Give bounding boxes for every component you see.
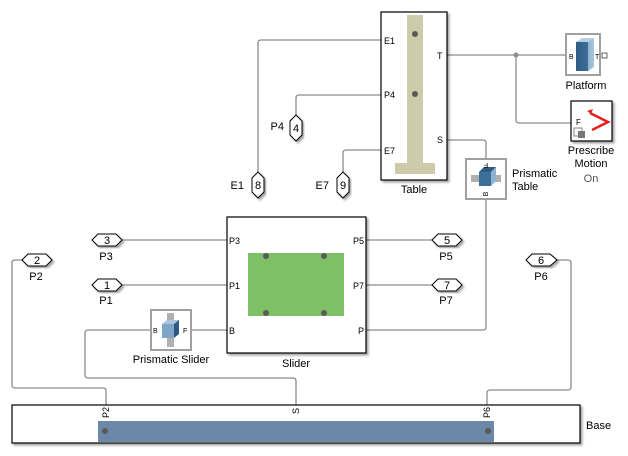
base-block[interactable]: P2 S P6 Base — [11, 404, 611, 444]
port-p1: P1 — [229, 281, 240, 291]
port-label: E7 — [316, 180, 329, 192]
base-label: Base — [586, 420, 611, 432]
motion-arrow-icon — [589, 111, 611, 132]
port-b: B — [153, 328, 158, 335]
branch-point — [513, 52, 519, 58]
prescribe-motion-label: Prescribe — [568, 145, 614, 157]
wire-prismatic-b-base-s[interactable] — [84, 329, 297, 405]
port-e7: E7 — [384, 146, 395, 156]
wire-e7[interactable] — [342, 149, 383, 172]
table-block[interactable]: E1 P4 E7 T S Table — [380, 11, 448, 196]
wire-p2[interactable] — [11, 259, 107, 405]
port-number: 2 — [34, 255, 40, 267]
connection-port-7[interactable]: 7 P7 — [431, 278, 463, 307]
prismatic-joint-icon — [162, 313, 179, 347]
connection-port-1[interactable]: 1 P1 — [91, 278, 123, 307]
connection-port-5[interactable]: 5 P5 — [431, 233, 463, 263]
port-f: F — [183, 328, 187, 335]
slider-plate-graphic — [248, 253, 344, 316]
port-t: T — [437, 51, 443, 61]
base-plate-graphic — [98, 421, 494, 442]
port-label: P6 — [534, 271, 547, 283]
port-p2: P2 — [101, 407, 111, 418]
port-number: 7 — [444, 280, 450, 292]
port-s: S — [291, 408, 301, 414]
port-t: T — [595, 54, 600, 61]
port-number: 4 — [293, 123, 299, 135]
sensor-square-icon — [578, 131, 585, 138]
prismatic-slider-label: Prismatic Slider — [133, 354, 210, 366]
connection-port-4[interactable]: 4 P4 — [271, 114, 303, 142]
port-label: P3 — [99, 251, 112, 263]
prismatic-table-label: Prismatic — [512, 168, 558, 180]
prismatic-table-block[interactable]: F B Prismatic Table — [465, 158, 558, 200]
connection-lines — [11, 39, 573, 405]
port-number: 8 — [255, 180, 261, 192]
port-p5: P5 — [353, 236, 364, 246]
connection-port-8[interactable]: 8 E1 — [231, 171, 265, 199]
port-label: E1 — [231, 180, 244, 192]
connection-port-2[interactable]: 2 P2 — [21, 253, 53, 283]
port-label: P4 — [271, 121, 284, 133]
port-number: 5 — [444, 235, 450, 247]
port-s: S — [437, 135, 443, 145]
slider-label: Slider — [282, 358, 310, 370]
port-number: 6 — [538, 255, 544, 267]
port-label: P2 — [29, 271, 42, 283]
port-label: P1 — [99, 295, 112, 307]
port-b: B — [229, 326, 235, 336]
port-p: P — [358, 326, 364, 336]
port-label: P7 — [439, 295, 452, 307]
wire-e1[interactable] — [257, 39, 383, 172]
connection-port-3[interactable]: 3 P3 — [91, 233, 123, 263]
slider-block[interactable]: P3 P1 B P5 P7 P Slider — [226, 216, 367, 370]
port-f: F — [484, 161, 488, 168]
port-b: B — [569, 54, 574, 61]
frame-dot — [263, 253, 269, 259]
port-p7: P7 — [353, 281, 364, 291]
port-p3: P3 — [229, 236, 240, 246]
port-p4: P4 — [384, 90, 395, 100]
arrow-head-icon — [587, 109, 593, 114]
prismatic-joint-icon — [471, 167, 501, 186]
frame-dot — [321, 253, 327, 259]
frame-dot — [321, 310, 327, 316]
table-foot-graphic — [395, 163, 435, 174]
port-number: 9 — [340, 180, 346, 192]
wire-prismatic-table-b-slider-p[interactable] — [366, 200, 487, 331]
port-b: B — [483, 191, 490, 196]
port-label: P5 — [439, 251, 452, 263]
table-label: Table — [401, 184, 427, 196]
wire-p4[interactable] — [295, 94, 383, 115]
frame-dot — [102, 428, 108, 434]
platform-label: Platform — [566, 80, 607, 92]
frame-dot — [412, 91, 418, 97]
wire-t-prescribe[interactable] — [515, 55, 573, 124]
table-leg-graphic — [407, 15, 423, 165]
frame-dot — [263, 310, 269, 316]
wire-table-s[interactable] — [447, 139, 487, 158]
port-e1: E1 — [384, 36, 395, 46]
port-number: 3 — [104, 235, 110, 247]
solid-body-icon — [576, 38, 594, 71]
frame-dot — [412, 31, 418, 37]
prescribe-motion-status: On — [584, 173, 599, 185]
prescribe-motion-label-2: Motion — [574, 158, 607, 170]
port-f: F — [576, 118, 581, 127]
port-p6: P6 — [482, 407, 492, 418]
prismatic-slider-block[interactable]: B F Prismatic Slider — [133, 309, 210, 366]
connection-port-6[interactable]: 6 P6 — [525, 253, 558, 283]
wire-p6[interactable] — [486, 259, 572, 405]
frame-port-icon — [601, 52, 608, 59]
port-number: 1 — [104, 280, 110, 292]
connection-port-9[interactable]: 9 E7 — [316, 171, 350, 199]
frame-dot — [485, 428, 491, 434]
prismatic-table-label-2: Table — [512, 181, 538, 193]
prescribe-motion-block[interactable]: F Prescribe Motion On — [568, 100, 614, 185]
platform-block[interactable]: B T Platform — [565, 33, 608, 92]
